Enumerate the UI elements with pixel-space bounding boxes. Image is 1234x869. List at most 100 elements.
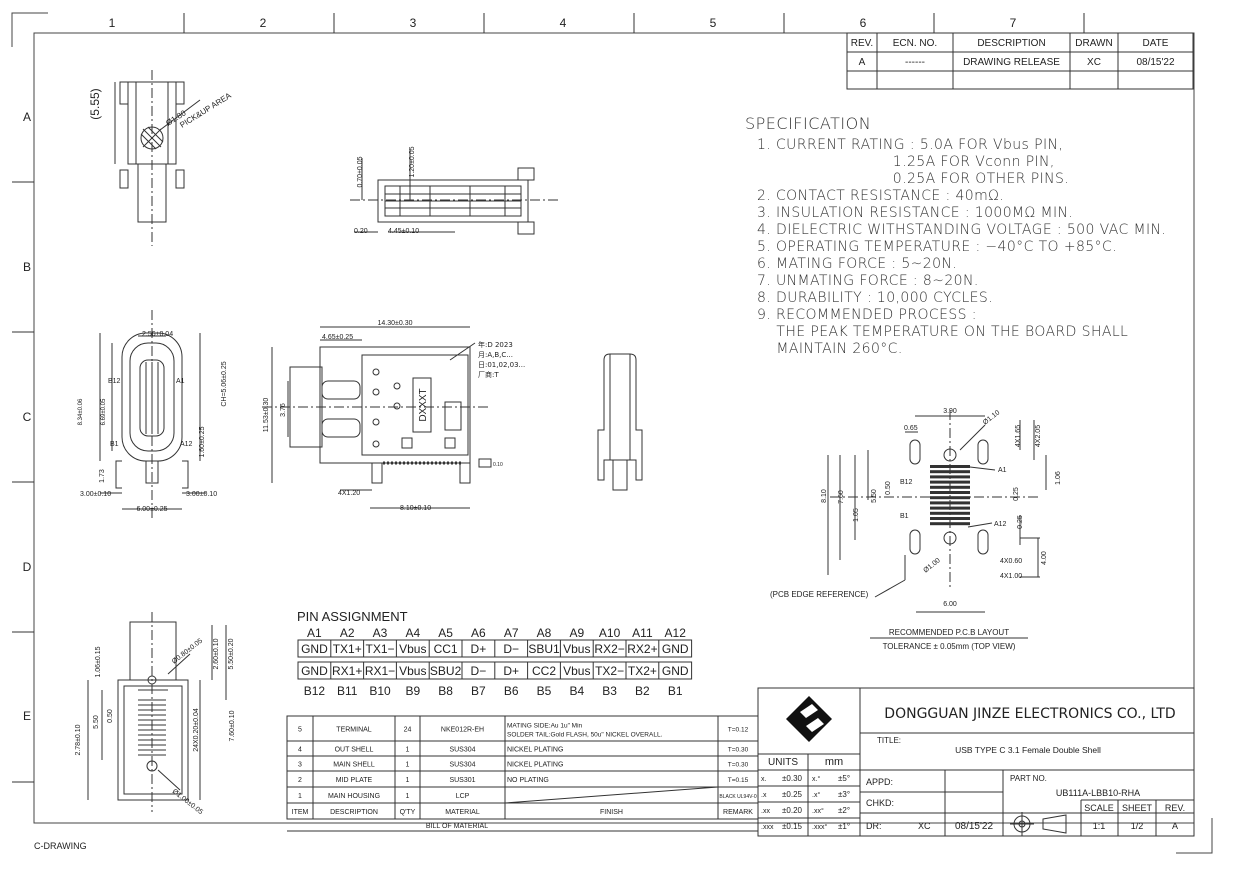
specification-item: 8. DURABILITY : 10,000 CYCLES. bbox=[757, 290, 994, 306]
rev-header: DATE bbox=[1143, 38, 1169, 49]
bom-qty: 24 bbox=[404, 727, 412, 734]
dim-label: 0.10 bbox=[493, 462, 503, 468]
zone-col-label: 2 bbox=[260, 16, 267, 30]
pin-signal-a: TX1− bbox=[365, 642, 394, 656]
dim-label: 8.34±0.06 bbox=[78, 398, 84, 425]
dim-label: 1.20±0.05 bbox=[409, 146, 416, 177]
pcb-dim-label: 0.65 bbox=[904, 425, 918, 432]
dim-label: 4.45±0.10 bbox=[388, 228, 419, 235]
tol-value: ±0.15 bbox=[782, 822, 803, 831]
pin-signal-b: D+ bbox=[503, 664, 519, 678]
bom-header: REMARK bbox=[723, 809, 753, 816]
pin-label-top: A9 bbox=[569, 626, 584, 640]
pcb-dim-label: 4X2.05 bbox=[1035, 425, 1042, 447]
tol-key: .x bbox=[761, 792, 767, 799]
dim-label: 5.50 bbox=[93, 715, 100, 729]
bom-finish: NICKEL PLATING bbox=[507, 747, 563, 754]
dim-label: B12 bbox=[108, 378, 121, 385]
tol-value: ±0.20 bbox=[782, 806, 803, 815]
dim-label: 5.50±0.20 bbox=[228, 638, 235, 669]
bom-remark: BLACK UL94V-0 bbox=[719, 794, 756, 800]
bom-material: SUS304 bbox=[449, 762, 475, 769]
bom-finish: NICKEL PLATING bbox=[507, 762, 563, 769]
zone-row-label: E bbox=[23, 709, 31, 723]
bom-qty: 1 bbox=[406, 777, 410, 784]
pcb-dim-label: 4X1.00 bbox=[1000, 573, 1022, 580]
pin-signal-b: CC2 bbox=[532, 664, 556, 678]
pin-signal-a: TX1+ bbox=[333, 642, 362, 656]
zone-col-label: 7 bbox=[1010, 16, 1017, 30]
pin-signal-a: Vbus bbox=[399, 642, 426, 656]
pcb-dim-label: 3.90 bbox=[943, 408, 957, 415]
dr-label: DR: bbox=[866, 821, 882, 831]
pin-label-top: A7 bbox=[504, 626, 519, 640]
tol-angle-key: x.° bbox=[812, 775, 820, 783]
specification-item: THE PEAK TEMPERATURE ON THE BOARD SHALL bbox=[757, 324, 1129, 340]
zone-col-label: 3 bbox=[410, 16, 417, 30]
zone-col-label: 6 bbox=[860, 16, 867, 30]
dim-label: 4X1.20 bbox=[338, 490, 360, 497]
pin-label-bottom: B4 bbox=[569, 684, 584, 698]
pin-signal-a: RX2+ bbox=[627, 642, 657, 656]
tol-key: x. bbox=[761, 776, 767, 783]
pin-label-top: A11 bbox=[632, 626, 653, 640]
title-block: DONGGUAN JINZE ELECTRONICS CO., LTDTITLE… bbox=[757, 687, 1195, 837]
dim-label: CH=5.06±0.25 bbox=[221, 361, 228, 406]
dim-label: 0.20 bbox=[354, 228, 368, 235]
pin-signal-b: RX1− bbox=[365, 664, 395, 678]
date-code-label: 厂商:T bbox=[478, 370, 499, 379]
dim-label: 2.60±0.10 bbox=[213, 638, 220, 669]
dim-label: 6.69±0.05 bbox=[101, 398, 107, 425]
rev-cell: XC bbox=[1087, 57, 1101, 68]
top-view bbox=[114, 70, 201, 246]
specification-item: 7. UNMATING FORCE : 8~20N. bbox=[757, 273, 979, 289]
bom-header: Q'TY bbox=[400, 809, 416, 816]
pin-signal-a: RX2− bbox=[594, 642, 624, 656]
sheet-value: 1/2 bbox=[1131, 821, 1144, 831]
dr-value: XC bbox=[918, 821, 931, 831]
zone-row-label: A bbox=[23, 110, 31, 124]
rev-header: ECN. NO. bbox=[893, 38, 937, 49]
rev-cell: ------ bbox=[905, 57, 925, 68]
zone-grid-marks bbox=[12, 13, 1085, 783]
title-label: TITLE: bbox=[877, 736, 901, 745]
tol-angle-value: ±1° bbox=[838, 822, 850, 831]
bom-finish: SOLDER TAIL:Gold FLASH, 50u" NICKEL OVER… bbox=[507, 732, 663, 739]
bom-material: NKE012R-EH bbox=[441, 727, 484, 734]
dim-label: 2.56±0.04 bbox=[142, 331, 173, 338]
pin-signal-b: TX2− bbox=[595, 664, 624, 678]
bom-item: 3 bbox=[298, 762, 302, 769]
rev-cell: A bbox=[859, 57, 866, 68]
tol-value: ±0.30 bbox=[782, 774, 803, 783]
bom-header: MATERIAL bbox=[445, 809, 480, 816]
bom-material: SUS301 bbox=[449, 777, 475, 784]
pin-label-top: A10 bbox=[599, 626, 621, 640]
dim-label: 14.30±0.30 bbox=[378, 320, 413, 327]
specification-item: 1.25A FOR Vconn PIN, bbox=[757, 154, 1055, 170]
pin-label-bottom: B5 bbox=[537, 684, 552, 698]
zone-row-label: B bbox=[23, 260, 31, 274]
bom-finish: NO PLATING bbox=[507, 777, 549, 784]
pcb-layout-tolerance: TOLERANCE ± 0.05mm (TOP VIEW) bbox=[883, 642, 1016, 651]
specification-item: MAINTAIN 260°C. bbox=[757, 341, 903, 357]
pcb-dim-label: 4.00 bbox=[1041, 551, 1048, 565]
dim-label: 11.53±0.30 bbox=[263, 398, 270, 433]
pin-signal-b: TX2+ bbox=[628, 664, 657, 678]
bom-description: MAIN HOUSING bbox=[328, 793, 380, 800]
pin-label-top: A3 bbox=[373, 626, 388, 640]
dim-label: 1.60±0.25 bbox=[199, 426, 206, 457]
side-section-view bbox=[350, 150, 560, 235]
front-view bbox=[99, 310, 206, 520]
specification-heading: SPECIFICATION bbox=[745, 114, 872, 133]
pin-label-bottom: B11 bbox=[337, 684, 358, 698]
dim-label: 3.76 bbox=[280, 403, 287, 417]
bom-description: OUT SHELL bbox=[335, 747, 374, 754]
pin-label-bottom: B3 bbox=[602, 684, 617, 698]
pin-signal-a: D+ bbox=[471, 642, 487, 656]
bom-material: LCP bbox=[456, 793, 470, 800]
